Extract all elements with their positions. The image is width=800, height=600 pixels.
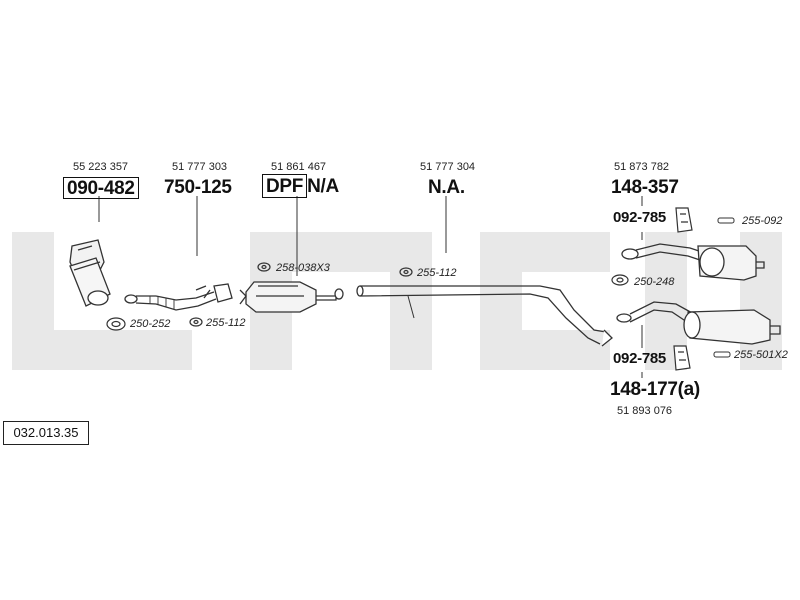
front-pipe-part-code[interactable]: 750-125 [164,177,232,198]
rear-upper-oe-number: 51 873 782 [614,161,670,173]
clamp-icon [611,274,629,286]
rear-upper-accessory-1[interactable]: 255-092 [742,215,783,227]
rear-upper-mount-code[interactable]: 092-785 [613,209,666,226]
middle-pipe-accessory-code[interactable]: 255-112 [417,267,457,279]
gasket-icon [189,317,203,327]
catalyst-part[interactable] [69,239,111,307]
catalyst-part-code[interactable]: 090-482 [63,177,139,199]
rear-lower-mount-code[interactable]: 092-785 [613,350,666,367]
catalyst-oe-number: 55 223 357 [73,161,129,173]
rear-lower-oe-number: 51 893 076 [617,405,673,417]
rear-upper-part-code[interactable]: 148-357 [611,177,679,198]
dpf-suffix: N/A [307,176,339,197]
front-pipe-oe-number: 51 777 303 [172,161,228,173]
watermark-logo [12,232,782,370]
clamp-icon [106,317,126,331]
dpf-oe-number: 51 861 467 [271,161,327,173]
leader-lines [98,196,643,378]
mount-bracket-icon [673,345,691,371]
diagram-reference-number: 032.013.35 [3,421,89,445]
rear-lower-accessory-code[interactable]: 255-501X2 [734,349,788,361]
middle-pipe-part[interactable] [356,285,613,347]
rubber-hanger-icon [713,217,735,358]
dpf-prefix: DPF [262,174,308,198]
mount-bracket-icon [675,207,693,233]
front-pipe-part[interactable] [124,283,233,311]
middle-pipe-oe-number: 51 777 304 [420,161,476,173]
rear-upper-accessory-2[interactable]: 250-248 [634,276,675,288]
clamp-icon [257,262,271,272]
dpf-accessory-code[interactable]: 258-038X3 [276,262,330,274]
middle-pipe-part-code[interactable]: N.A. [428,177,465,198]
clamp-icon [399,267,413,277]
catalyst-accessory-code[interactable]: 250-252 [130,318,171,330]
rear-silencer-lower-part[interactable] [616,301,781,345]
rear-lower-part-code[interactable]: 148-177(a) [610,379,700,400]
dpf-part[interactable] [239,281,344,313]
rear-silencer-upper-part[interactable] [621,243,765,281]
front-pipe-accessory-code[interactable]: 255-112 [206,317,246,329]
